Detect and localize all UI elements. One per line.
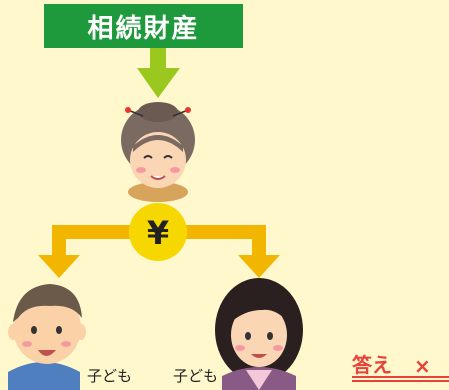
yen-coin-icon xyxy=(129,203,187,261)
child-illustration-left xyxy=(8,284,86,390)
answer-label: 答え xyxy=(352,353,392,377)
green-down-arrow xyxy=(137,48,180,98)
inheritance-assets-title: 相続財産 xyxy=(44,4,243,48)
child-label-right: 子ども xyxy=(173,367,219,385)
grandmother-illustration xyxy=(121,102,195,202)
child-label-left: 子ども xyxy=(87,367,133,385)
child-illustration-right xyxy=(215,278,303,390)
answer-mark: × xyxy=(414,354,431,378)
answer-area: 答え × xyxy=(352,346,449,378)
answer-underline xyxy=(352,376,449,382)
yen-symbol: ¥ xyxy=(147,214,169,252)
